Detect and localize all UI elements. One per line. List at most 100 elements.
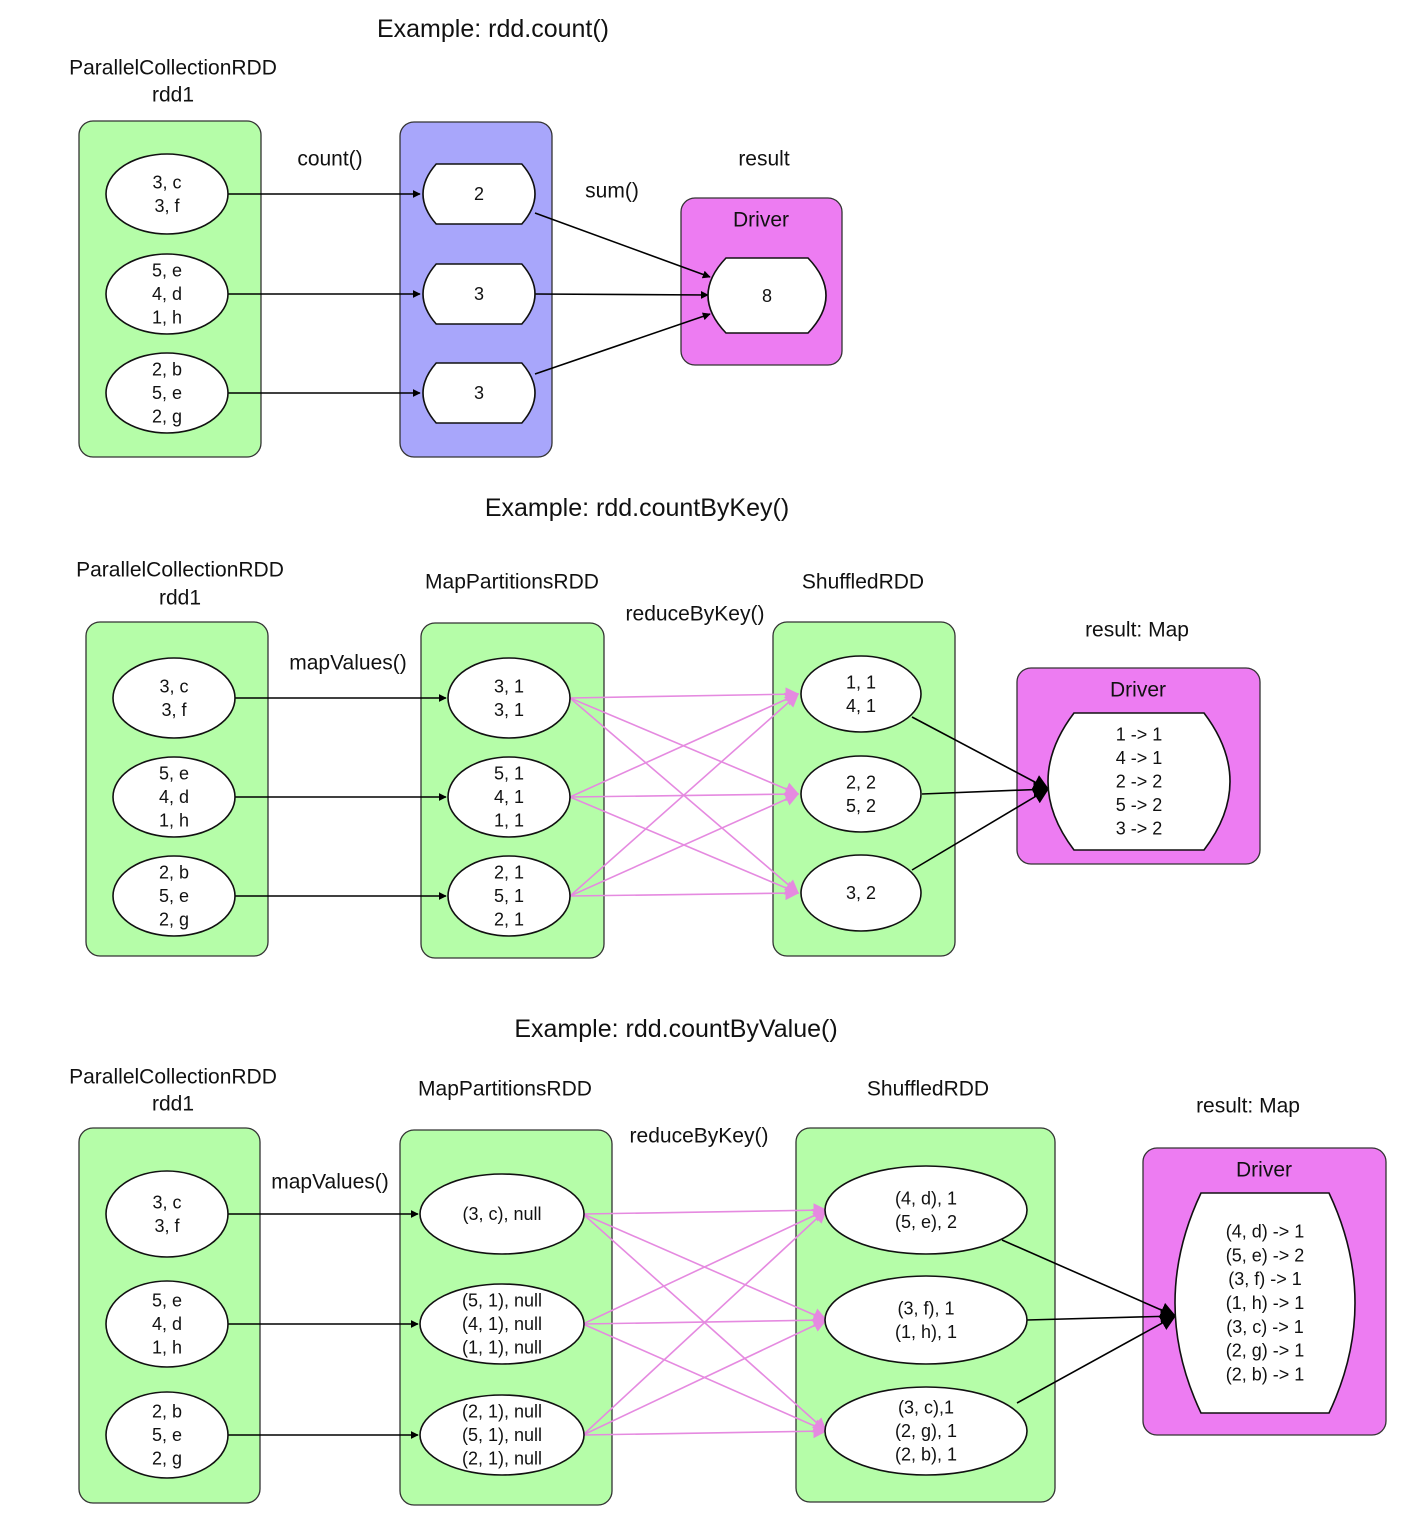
countbykey-shuffled-partition-text: 2, 25, 2 [846, 772, 876, 816]
labels-layer: Example: rdd.count()ParallelCollectionRD… [69, 15, 1300, 1194]
countbykey-map-partition [447, 756, 571, 838]
countbykey-rdd1-partition-line: 1, h [159, 811, 189, 831]
countbykey-rdd1-partition-line: 3, f [161, 700, 187, 720]
countbykey-op-reduce-label: reduceByKey() [626, 603, 765, 626]
count-rdd1-partition-line: 2, g [152, 407, 182, 427]
countbykey-result-map-line: 1 -> 1 [1116, 725, 1163, 745]
count-partition-count-line: 2 [474, 184, 484, 204]
countbykey-edge-collect [911, 716, 1050, 790]
countbyvalue-shuffle-edge [582, 1209, 828, 1436]
countbyvalue-map-partition-text: (3, c), null [462, 1204, 541, 1224]
count-rdd1-partition-line: 1, h [152, 308, 182, 328]
countbykey-map-partition-line: 2, 1 [494, 910, 524, 930]
countbyvalue-map-rdd-name: MapPartitionsRDD [418, 1078, 592, 1101]
countbyvalue-rdd1-partition-text: 2, b 5, e 2, g [152, 1402, 182, 1469]
countbykey-shuffled-partition [800, 854, 922, 932]
count-edge-sum [534, 290, 709, 299]
count-rdd1-partition-text: 3, c3, f [152, 172, 181, 216]
countbyvalue-edge-collect [1016, 1315, 1177, 1404]
countbyvalue-rdd1-partition-line: 3, f [154, 1216, 180, 1236]
count-partition-count [422, 362, 536, 424]
countbyvalue-rdd1-partition-text: 5, e4, d1, h [152, 1291, 182, 1358]
countbykey-shuffled-partition [800, 655, 922, 733]
countbyvalue-shuffled-partition-line: (3, c),1 [898, 1398, 954, 1418]
countbykey-shuffled-partition-line: 1, 1 [846, 672, 876, 692]
countbyvalue-map-partition-text: (2, 1), null (5, 1), null (2, 1), null [462, 1402, 542, 1469]
count-rdd1-name: ParallelCollectionRDD [69, 57, 277, 80]
countbyvalue-map-partition-line: (3, c), null [462, 1204, 541, 1224]
countbyvalue-shuffled-partition-line: (1, h), 1 [895, 1322, 957, 1342]
countbyvalue-result-map-line: (5, e) -> 2 [1226, 1245, 1305, 1265]
countbyvalue-driver-label: Driver [1236, 1159, 1292, 1182]
countbykey-rdd1-partition-text: 2, b5, e2, g [159, 863, 189, 930]
countbyvalue-map-partition-line: (2, 1), null [462, 1402, 542, 1422]
countbyvalue-rdd1-partition-line: 5, e [152, 1291, 182, 1311]
countbyvalue-result-label: result: Map [1196, 1095, 1300, 1118]
countbyvalue-shuffled-partition-line: (5, e), 2 [895, 1212, 957, 1232]
count-partition-count [422, 163, 536, 225]
countbykey-rdd1-partition-text: 5, e4, d1, h [159, 764, 189, 831]
count-rdd1-partition-text: 5, e4, d1, h [152, 261, 182, 328]
countbyvalue-shuffle-edge [582, 1424, 828, 1439]
countbyvalue-rdd1-name: ParallelCollectionRDD [69, 1066, 277, 1089]
countbyvalue-result-map-line: (4, d) -> 1 [1226, 1222, 1305, 1242]
countbykey-shuffled-partition-text: 1, 14, 1 [846, 672, 876, 716]
count-rdd1-id: rdd1 [152, 84, 194, 107]
countbyvalue-shuffled-partition-line: (2, b), 1 [895, 1445, 957, 1465]
countbyvalue-map-partition [419, 1283, 585, 1365]
countbykey-rdd1-partition [112, 756, 236, 838]
countbykey-result-map-line: 5 -> 2 [1116, 795, 1163, 815]
countbyvalue-rdd1-partition [105, 1391, 229, 1479]
countbyvalue-map-partition-line: (2, 1), null [462, 1449, 542, 1469]
countbykey-result-map-line: 3 -> 2 [1116, 819, 1163, 839]
countbykey-driver-label: Driver [1110, 679, 1166, 702]
countbykey-shuffled-partition-line: 2, 2 [846, 772, 876, 792]
countbyvalue-shuffled-rdd-name: ShuffledRDD [867, 1078, 989, 1101]
countbykey-shuffled-rdd-name: ShuffledRDD [802, 571, 924, 594]
countbykey-rdd1-id: rdd1 [159, 587, 201, 610]
countbykey-shuffled-partition-line: 3, 2 [846, 883, 876, 903]
countbykey-shuffle-edge [569, 687, 800, 702]
countbyvalue-rdd1-partition [105, 1170, 229, 1258]
count-rdd1-partition-line: 3, c [152, 172, 181, 192]
countbykey-result-map-line: 4 -> 1 [1116, 748, 1163, 768]
countbykey-result-map-text: 1 -> 14 -> 12 -> 25 -> 23 -> 2 [1116, 725, 1163, 839]
count-rdd1-partition-line: 2, b [152, 360, 182, 380]
countbyvalue-rdd1-partition-line: 2, g [152, 1449, 182, 1469]
countbyvalue-rdd1-partition-text: 3, c 3, f [152, 1192, 181, 1236]
count-rdd1-partition-line: 5, e [152, 383, 182, 403]
countbyvalue-map-partition-line: (4, 1), null [462, 1314, 542, 1334]
count-rdd1-partition-line: 5, e [152, 261, 182, 281]
countbyvalue-shuffled-partition-line: (2, g), 1 [895, 1421, 957, 1441]
countbykey-rdd1-partition [112, 855, 236, 937]
count-op-count-label: count() [297, 148, 362, 171]
count-partition-count-text: 3 [474, 383, 484, 403]
count-op-sum-label: sum() [585, 180, 639, 203]
countbyvalue-result-map-line: (2, g) -> 1 [1226, 1341, 1305, 1361]
countbykey-edge-collect [921, 781, 1050, 798]
countbykey-shuffle-edge [569, 886, 800, 901]
count-rdd1-partition [105, 153, 229, 235]
countbykey-map-partition [447, 855, 571, 937]
countbyvalue-op-reduce-label: reduceByKey() [630, 1125, 769, 1148]
countbyvalue-rdd1-partition-line: 3, c [152, 1192, 181, 1212]
count-partition-count-text: 2 [474, 184, 484, 204]
countbyvalue-map-partition-line: (5, 1), null [462, 1425, 542, 1445]
countbyvalue-rdd1-partition-line: 5, e [152, 1425, 182, 1445]
count-rdd1-partition [105, 352, 229, 434]
countbykey-map-partition-line: 4, 1 [494, 787, 524, 807]
countbyvalue-shuffled-partition-line: (3, f), 1 [897, 1298, 954, 1318]
countbykey-rdd1-partition-line: 5, e [159, 764, 189, 784]
countbyvalue-rdd1-partition-line: 2, b [152, 1402, 182, 1422]
countbyvalue-result-map-line: (2, b) -> 1 [1226, 1364, 1305, 1384]
countbykey-map-partition-line: 3, 1 [494, 676, 524, 696]
count-partition-count-line: 3 [474, 383, 484, 403]
countbyvalue-map-partition-line: (5, 1), null [462, 1291, 542, 1311]
countbyvalue-map-partition-text: (5, 1), null(4, 1), null(1, 1), null [462, 1291, 542, 1358]
countbykey-shuffle-edge [569, 792, 800, 897]
countbykey-map-partition [447, 657, 571, 739]
count-result-label: result [738, 148, 790, 171]
countbykey-rdd1-partition-line: 2, g [159, 910, 189, 930]
